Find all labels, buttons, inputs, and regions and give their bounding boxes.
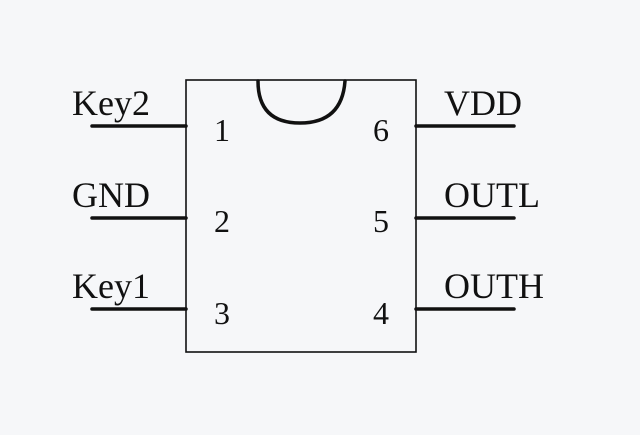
pin-5-label: OUTL — [444, 175, 540, 215]
ic-package-body — [185, 79, 417, 353]
pin-3-number: 3 — [214, 295, 230, 331]
pin-5-number: 5 — [373, 203, 389, 239]
pin-4-number: 4 — [373, 295, 389, 331]
pin-2-label: GND — [72, 175, 150, 215]
pin-3-label: Key1 — [72, 266, 150, 306]
pin1-orientation-notch — [256, 79, 347, 125]
pin-4-label: OUTH — [444, 266, 544, 306]
pin-2-number: 2 — [214, 203, 230, 239]
pin-6-label: VDD — [444, 83, 522, 123]
pin-6-number: 6 — [373, 112, 389, 148]
pin-1-label: Key2 — [72, 83, 150, 123]
pin-1-number: 1 — [214, 112, 230, 148]
